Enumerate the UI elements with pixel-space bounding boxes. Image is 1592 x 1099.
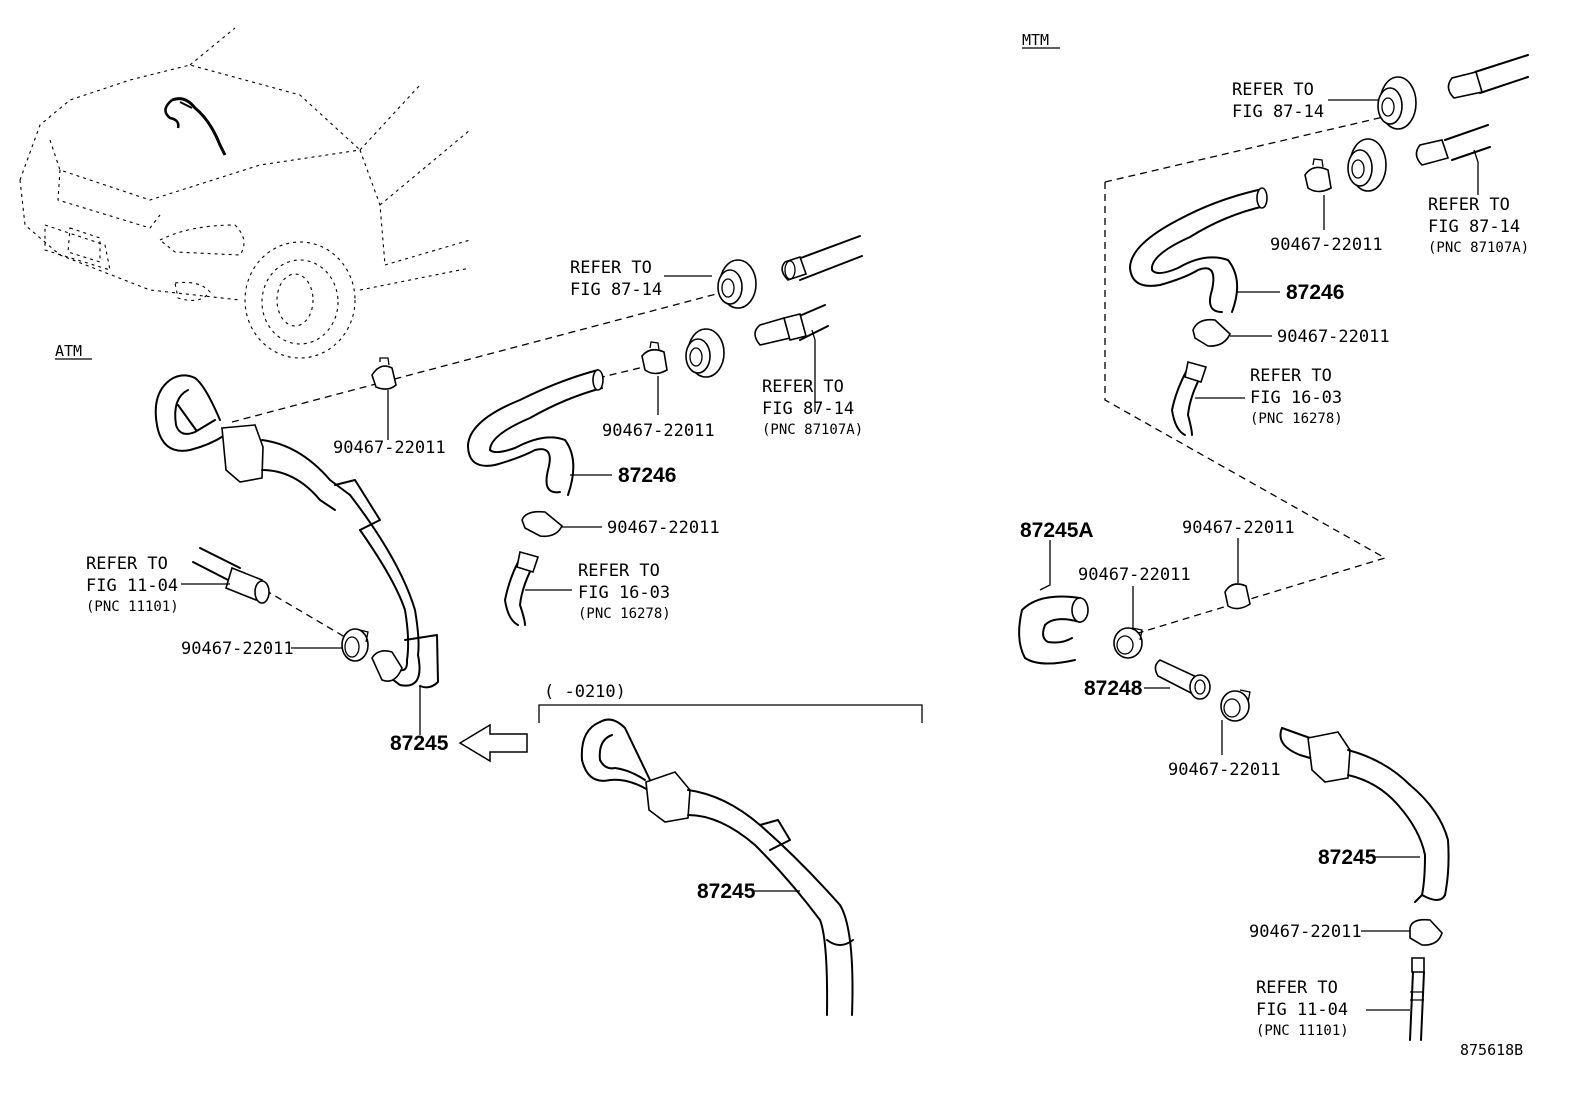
atm-pipe-upper bbox=[781, 235, 863, 281]
figure-id: 875618B bbox=[1460, 1041, 1523, 1059]
mtm-clamp-6 bbox=[1409, 918, 1443, 946]
atm-clamp-4-label: 90467-22011 bbox=[181, 639, 294, 659]
mtm-clamp-5 bbox=[1220, 689, 1251, 722]
atm-dashed-leader-2 bbox=[264, 589, 351, 641]
mtm-pipe-lower bbox=[1415, 124, 1491, 195]
atm-hose-87246 bbox=[467, 369, 604, 496]
atm-clamp-2 bbox=[641, 341, 668, 375]
atm-section-title: ATM bbox=[55, 342, 82, 360]
atm-grommet-second bbox=[685, 328, 725, 378]
atm-refer-11-04-line2: FIG 11-04 bbox=[86, 576, 178, 596]
mtm-pipe-upper bbox=[1447, 54, 1529, 99]
mtm-hose-87245 bbox=[1279, 727, 1450, 903]
car-illustration bbox=[19, 27, 471, 359]
mtm-refer-16-03-line1: REFER TO bbox=[1250, 366, 1332, 386]
mtm-pipe-87248 bbox=[1154, 659, 1211, 700]
atm-refer-16-03-line2: FIG 16-03 bbox=[578, 583, 670, 603]
mtm-refer-16-03-line3: (PNC 16278) bbox=[1250, 411, 1343, 427]
mtm-clamp-3 bbox=[1113, 627, 1143, 659]
atm-hose-87246-label: 87246 bbox=[618, 464, 676, 487]
mtm-hose-87246-label: 87246 bbox=[1286, 281, 1344, 304]
mtm-grommet-second bbox=[1347, 138, 1387, 192]
atm-refer-87-14-top-line1: REFER TO bbox=[570, 258, 652, 278]
mtm-clamp-5-label: 90467-22011 bbox=[1168, 760, 1281, 780]
mtm-section-title: MTM bbox=[1022, 31, 1049, 49]
mtm-hose-87245a-label: 87245A bbox=[1020, 519, 1094, 542]
atm-dashed-leader-3 bbox=[597, 364, 653, 379]
mtm-clamp-6-label: 90467-22011 bbox=[1249, 922, 1362, 942]
mtm-refer-11-04-line2: FIG 11-04 bbox=[1256, 1000, 1348, 1020]
atm-pipe-lower bbox=[754, 304, 829, 412]
mtm-hose-87245a bbox=[1018, 595, 1089, 665]
mtm-clamp-2-label: 90467-22011 bbox=[1277, 327, 1390, 347]
atm-refer-87-14-top-line2: FIG 87-14 bbox=[570, 280, 662, 300]
mtm-dashed-frame bbox=[1104, 114, 1393, 639]
mtm-refer-11-04-line1: REFER TO bbox=[1256, 978, 1338, 998]
atm-clamp-1-label: 90467-22011 bbox=[333, 438, 446, 458]
mtm-refer-11-04-line3: (PNC 11101) bbox=[1256, 1023, 1349, 1039]
mtm-clamp-1 bbox=[1304, 158, 1332, 193]
mtm-pipe-16-03 bbox=[1171, 360, 1208, 436]
variant-hose-87245-label: 87245 bbox=[697, 880, 756, 903]
atm-grommet-top bbox=[717, 259, 757, 309]
atm-pipe-16-03 bbox=[504, 550, 540, 626]
mtm-clamp-3-label: 90467-22011 bbox=[1078, 565, 1191, 585]
atm-dashed-leader-1 bbox=[231, 292, 721, 423]
mtm-pipe-11-04 bbox=[1409, 957, 1425, 1041]
atm-hose-87245-label: 87245 bbox=[390, 732, 449, 755]
atm-clamp-3 bbox=[521, 510, 564, 538]
mtm-clamp-2 bbox=[1192, 318, 1231, 347]
atm-refer-87-14-pipe-line1: REFER TO bbox=[762, 377, 844, 397]
atm-refer-87-14-pipe-line3: (PNC 87107A) bbox=[762, 422, 863, 438]
mtm-clamp-4 bbox=[1224, 583, 1251, 610]
atm-refer-16-03-line1: REFER TO bbox=[578, 561, 660, 581]
atm-refer-16-03-line3: (PNC 16278) bbox=[578, 606, 671, 622]
variant-arrow bbox=[458, 723, 528, 763]
mtm-clamp-1-label: 90467-22011 bbox=[1270, 235, 1383, 255]
mtm-refer-87-14-pipe-line3: (PNC 87107A) bbox=[1428, 240, 1529, 256]
mtm-grommet-top bbox=[1377, 76, 1417, 130]
atm-refer-11-04-line1: REFER TO bbox=[86, 554, 168, 574]
atm-clamp-1 bbox=[371, 357, 397, 390]
mtm-pipe-87248-label: 87248 bbox=[1084, 677, 1143, 700]
variant-bracket bbox=[538, 704, 923, 723]
atm-clamp-3-label: 90467-22011 bbox=[607, 518, 720, 538]
mtm-refer-16-03-line2: FIG 16-03 bbox=[1250, 388, 1342, 408]
atm-refer-87-14-pipe-line2: FIG 87-14 bbox=[762, 399, 854, 419]
mtm-clamp-4-label: 90467-22011 bbox=[1182, 518, 1295, 538]
mtm-refer-87-14-pipe-line2: FIG 87-14 bbox=[1428, 217, 1520, 237]
mtm-hose-87245-label: 87245 bbox=[1318, 846, 1377, 869]
atm-clamp-2-label: 90467-22011 bbox=[602, 421, 715, 441]
variant-date-range: ( -0210) bbox=[544, 682, 626, 702]
atm-hose-87245 bbox=[154, 374, 439, 689]
atm-clamp-4 bbox=[341, 628, 369, 662]
mtm-refer-87-14-pipe-line1: REFER TO bbox=[1428, 195, 1510, 215]
mtm-refer-87-14-top-line2: FIG 87-14 bbox=[1232, 102, 1324, 122]
atm-refer-11-04-line3: (PNC 11101) bbox=[86, 599, 179, 615]
variant-hose-87245 bbox=[580, 718, 854, 1016]
atm-pipe-11-04 bbox=[192, 547, 270, 604]
mtm-refer-87-14-top-line1: REFER TO bbox=[1232, 80, 1314, 100]
mtm-hose-87246 bbox=[1129, 187, 1268, 313]
